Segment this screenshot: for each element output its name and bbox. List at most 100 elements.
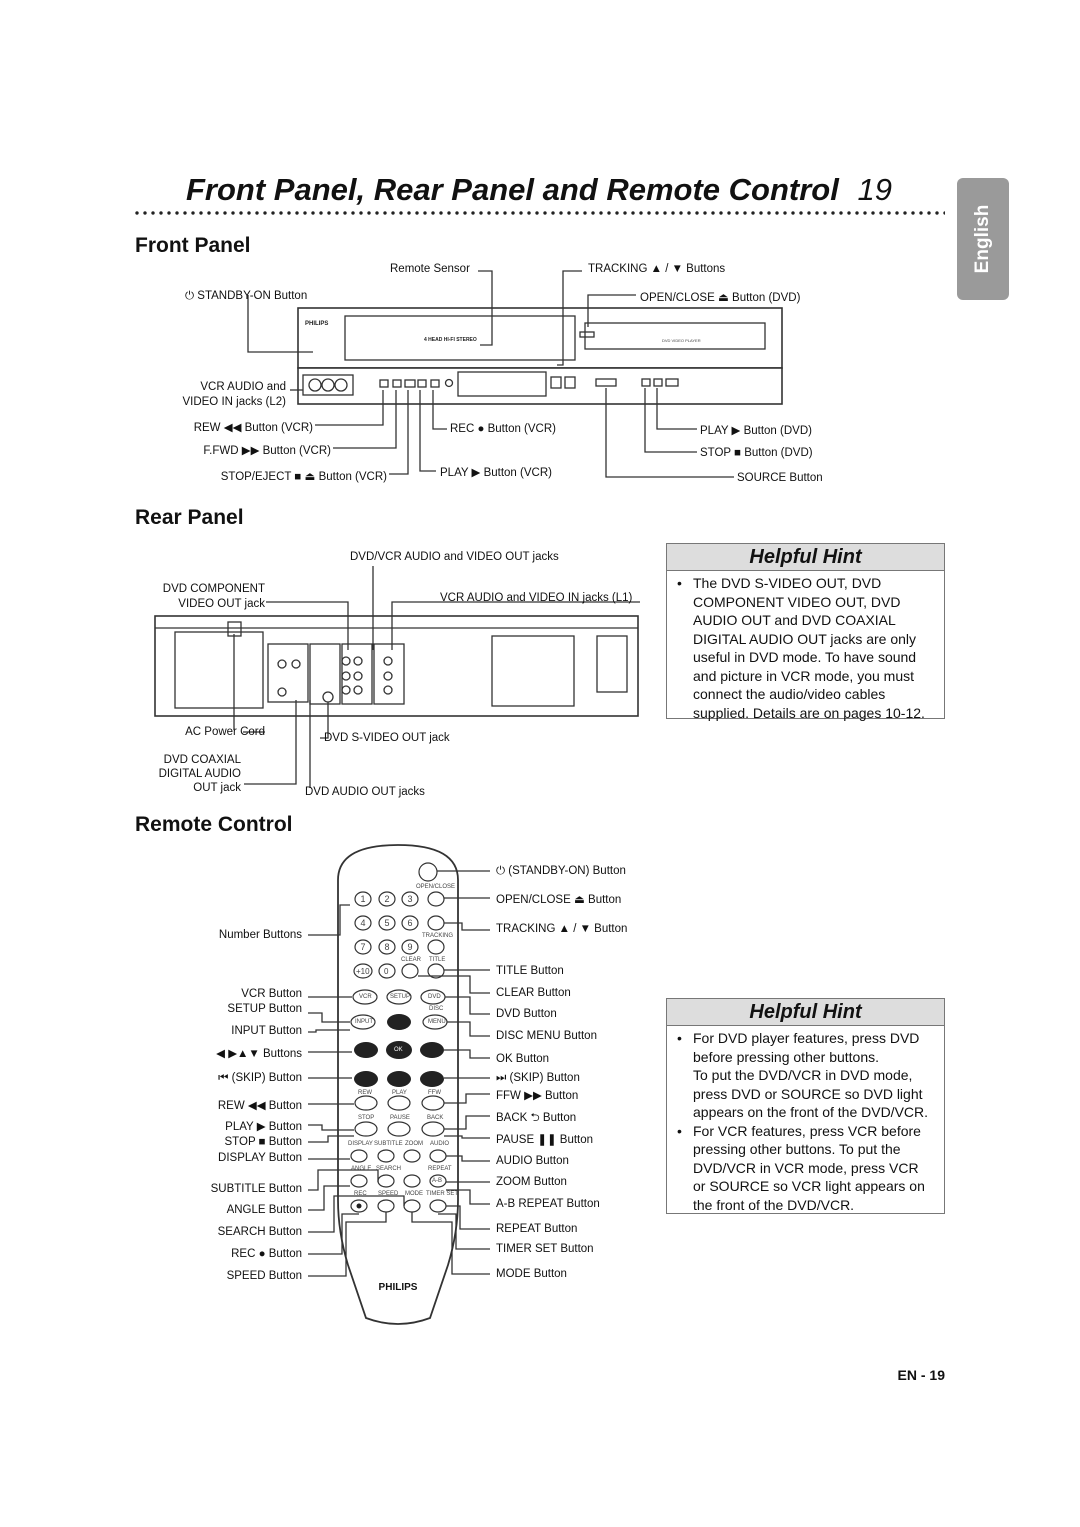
dvd-audio-out-label: DVD AUDIO OUT jacks	[305, 786, 425, 798]
remote-right-label: TIMER SET Button	[496, 1243, 594, 1255]
hint-2-line: before pressing other buttons.	[693, 1048, 880, 1065]
remote-right-label: FFW ▶▶ Button	[496, 1090, 579, 1102]
svg-text:6: 6	[407, 918, 412, 928]
rear-panel-heading: Rear Panel	[135, 506, 244, 529]
remote-right-label: OPEN/CLOSE ⏏ Button	[496, 894, 622, 906]
remote-left-label: REW ◀◀ Button	[217, 1100, 302, 1112]
remote-left-label: ◀ ▶▲▼ Buttons	[216, 1048, 302, 1060]
front-brand-logo: PHILIPS	[305, 321, 328, 327]
front-dvd-label: DVD VIDEO PLAYER	[662, 338, 701, 343]
vcr-in-l1-label: VCR AUDIO and VIDEO IN jacks (L1)	[440, 592, 633, 604]
remote-left-label: SUBTITLE Button	[210, 1183, 302, 1195]
hint-2-line: or SOURCE so VCR light appears on	[693, 1178, 925, 1194]
tracking-buttons-label: TRACKING ▲ / ▼ Buttons	[588, 263, 726, 275]
rec-vcr-label: REC ● Button (VCR)	[450, 423, 556, 435]
svg-text:5: 5	[384, 918, 389, 928]
page-title: Front Panel, Rear Panel and Remote Contr…	[186, 172, 892, 208]
remote-right-label: ZOOM Button	[496, 1176, 567, 1188]
front-badge: 4 HEAD HI-FI STEREO	[424, 337, 477, 343]
remote-left-label: STOP ■ Button	[224, 1136, 302, 1148]
helpful-hint-2: Helpful Hint For DVD player features, pr…	[666, 998, 945, 1214]
remote-right-label: ⏻ (STANDBY-ON) Button	[496, 865, 626, 877]
hint-2-line: the front of the DVD/VCR.	[693, 1196, 855, 1213]
remote-left-label: DISPLAY Button	[218, 1152, 302, 1164]
remote-brand-logo: PHILIPS	[379, 1282, 418, 1293]
hint-2-body: For DVD player features, press DVD befor…	[667, 1026, 944, 1218]
hint-1-line: useful in DVD mode. To have sound	[693, 649, 917, 665]
hint-1-line: AUDIO OUT and DVD COAXIAL	[693, 612, 896, 628]
helpful-hint-1: Helpful Hint The DVD S-VIDEO OUT, DVD CO…	[666, 543, 945, 721]
remote-right-label: TRACKING ▲ / ▼ Button	[496, 923, 628, 935]
dvd-component-label-line2: VIDEO OUT jack	[178, 598, 265, 610]
svideo-out-label: DVD S-VIDEO OUT jack	[324, 732, 450, 744]
remote-left-label: Number Buttons	[218, 929, 302, 941]
coaxial-label-line3: OUT jack	[193, 782, 241, 794]
vcr-audio-l2-label-line2: VIDEO IN jacks (L2)	[182, 396, 286, 408]
remote-right-label: REPEAT Button	[496, 1223, 578, 1235]
hint-2-line: DVD/VCR in VCR mode, press VCR	[693, 1159, 919, 1176]
remote-right-label: PAUSE ❚❚ Button	[496, 1134, 594, 1146]
remote-right-label: OK Button	[496, 1053, 550, 1065]
remote-left-label: SETUP Button	[227, 1003, 302, 1015]
remote-right-label: BACK ⮌ Button	[496, 1112, 577, 1124]
remote-control-heading: Remote Control	[135, 813, 293, 836]
hint-1-line: and picture in VCR mode, you must	[693, 667, 914, 684]
rew-vcr-label: REW ◀◀ Button (VCR)	[193, 422, 313, 434]
dvd-component-label: DVD COMPONENT	[162, 583, 265, 595]
hint-2-line: For VCR features, press VCR before	[677, 1122, 938, 1141]
hint-1-line: The DVD S-VIDEO OUT, DVD	[677, 574, 938, 593]
page-footer: EN - 19	[897, 1367, 945, 1383]
hint-1-line: DIGITAL AUDIO OUT jacks are only	[693, 630, 917, 647]
svg-text:4: 4	[360, 918, 365, 928]
svg-text:7: 7	[360, 942, 365, 952]
coaxial-label-line2: DIGITAL AUDIO	[158, 768, 241, 780]
remote-left-label: PLAY ▶ Button	[225, 1121, 302, 1133]
ac-power-label: AC Power Cord	[185, 726, 265, 738]
remote-right-label: MODE Button	[496, 1268, 567, 1280]
svg-text:3: 3	[407, 894, 412, 904]
ffwd-vcr-label: F.FWD ▶▶ Button (VCR)	[203, 445, 331, 457]
hint-2-line: For DVD player features, press DVD	[677, 1029, 938, 1048]
dvdvcr-out-label: DVD/VCR AUDIO and VIDEO OUT jacks	[350, 551, 559, 563]
page-title-text: Front Panel, Rear Panel and Remote Contr…	[186, 172, 839, 207]
remote-right-label: AUDIO Button	[496, 1155, 569, 1167]
svg-text:1: 1	[360, 894, 365, 904]
remote-right-label: DISC MENU Button	[496, 1030, 597, 1042]
language-tab: English	[957, 178, 1009, 300]
coaxial-label: DVD COAXIAL	[163, 754, 241, 766]
remote-left-label: ⏮ (SKIP) Button	[218, 1072, 302, 1084]
remote-left-label: SPEED Button	[226, 1270, 302, 1282]
hint-1-line: connect the audio/video cables	[693, 686, 886, 702]
hint-2-heading: Helpful Hint	[667, 999, 944, 1026]
vcr-audio-l2-label: VCR AUDIO and	[200, 381, 286, 393]
svg-text:9: 9	[407, 942, 412, 952]
hint-2-line: pressing other buttons. To put the	[693, 1141, 901, 1157]
dotted-rule	[133, 210, 945, 216]
front-panel-heading: Front Panel	[135, 234, 251, 257]
remote-right-label: CLEAR Button	[496, 987, 571, 999]
remote-left-label: VCR Button	[241, 988, 302, 1000]
standby-button-label: ⏻ STANDBY-ON Button	[185, 290, 308, 302]
hint-2-line: press DVD or SOURCE so DVD light	[693, 1085, 923, 1102]
stop-dvd-label: STOP ■ Button (DVD)	[700, 447, 813, 459]
play-vcr-label: PLAY ▶ Button (VCR)	[440, 467, 552, 479]
remote-right-label: ⏭ (SKIP) Button	[496, 1072, 580, 1084]
svg-text:8: 8	[384, 942, 389, 952]
remote-right-label: TITLE Button	[496, 965, 564, 977]
hint-1-heading: Helpful Hint	[667, 544, 944, 571]
hint-2-line: appears on the front of the DVD/VCR.	[693, 1104, 929, 1120]
svg-text:2: 2	[384, 894, 389, 904]
remote-right-label: A-B REPEAT Button	[496, 1198, 600, 1210]
stop-eject-vcr-label: STOP/EJECT ■ ⏏ Button (VCR)	[220, 471, 387, 483]
remote-left-label: REC ● Button	[231, 1248, 302, 1260]
remote-left-label: ANGLE Button	[226, 1204, 302, 1216]
hint-1-line: COMPONENT VIDEO OUT, DVD	[693, 593, 901, 610]
open-close-dvd-label: OPEN/CLOSE ⏏ Button (DVD)	[640, 292, 801, 304]
play-dvd-label: PLAY ▶ Button (DVD)	[700, 425, 812, 437]
source-button-label: SOURCE Button	[737, 472, 823, 484]
hint-2-line: To put the DVD/VCR in DVD mode,	[693, 1067, 913, 1083]
hint-1-line: supplied. Details are on pages 10-12.	[693, 704, 925, 721]
